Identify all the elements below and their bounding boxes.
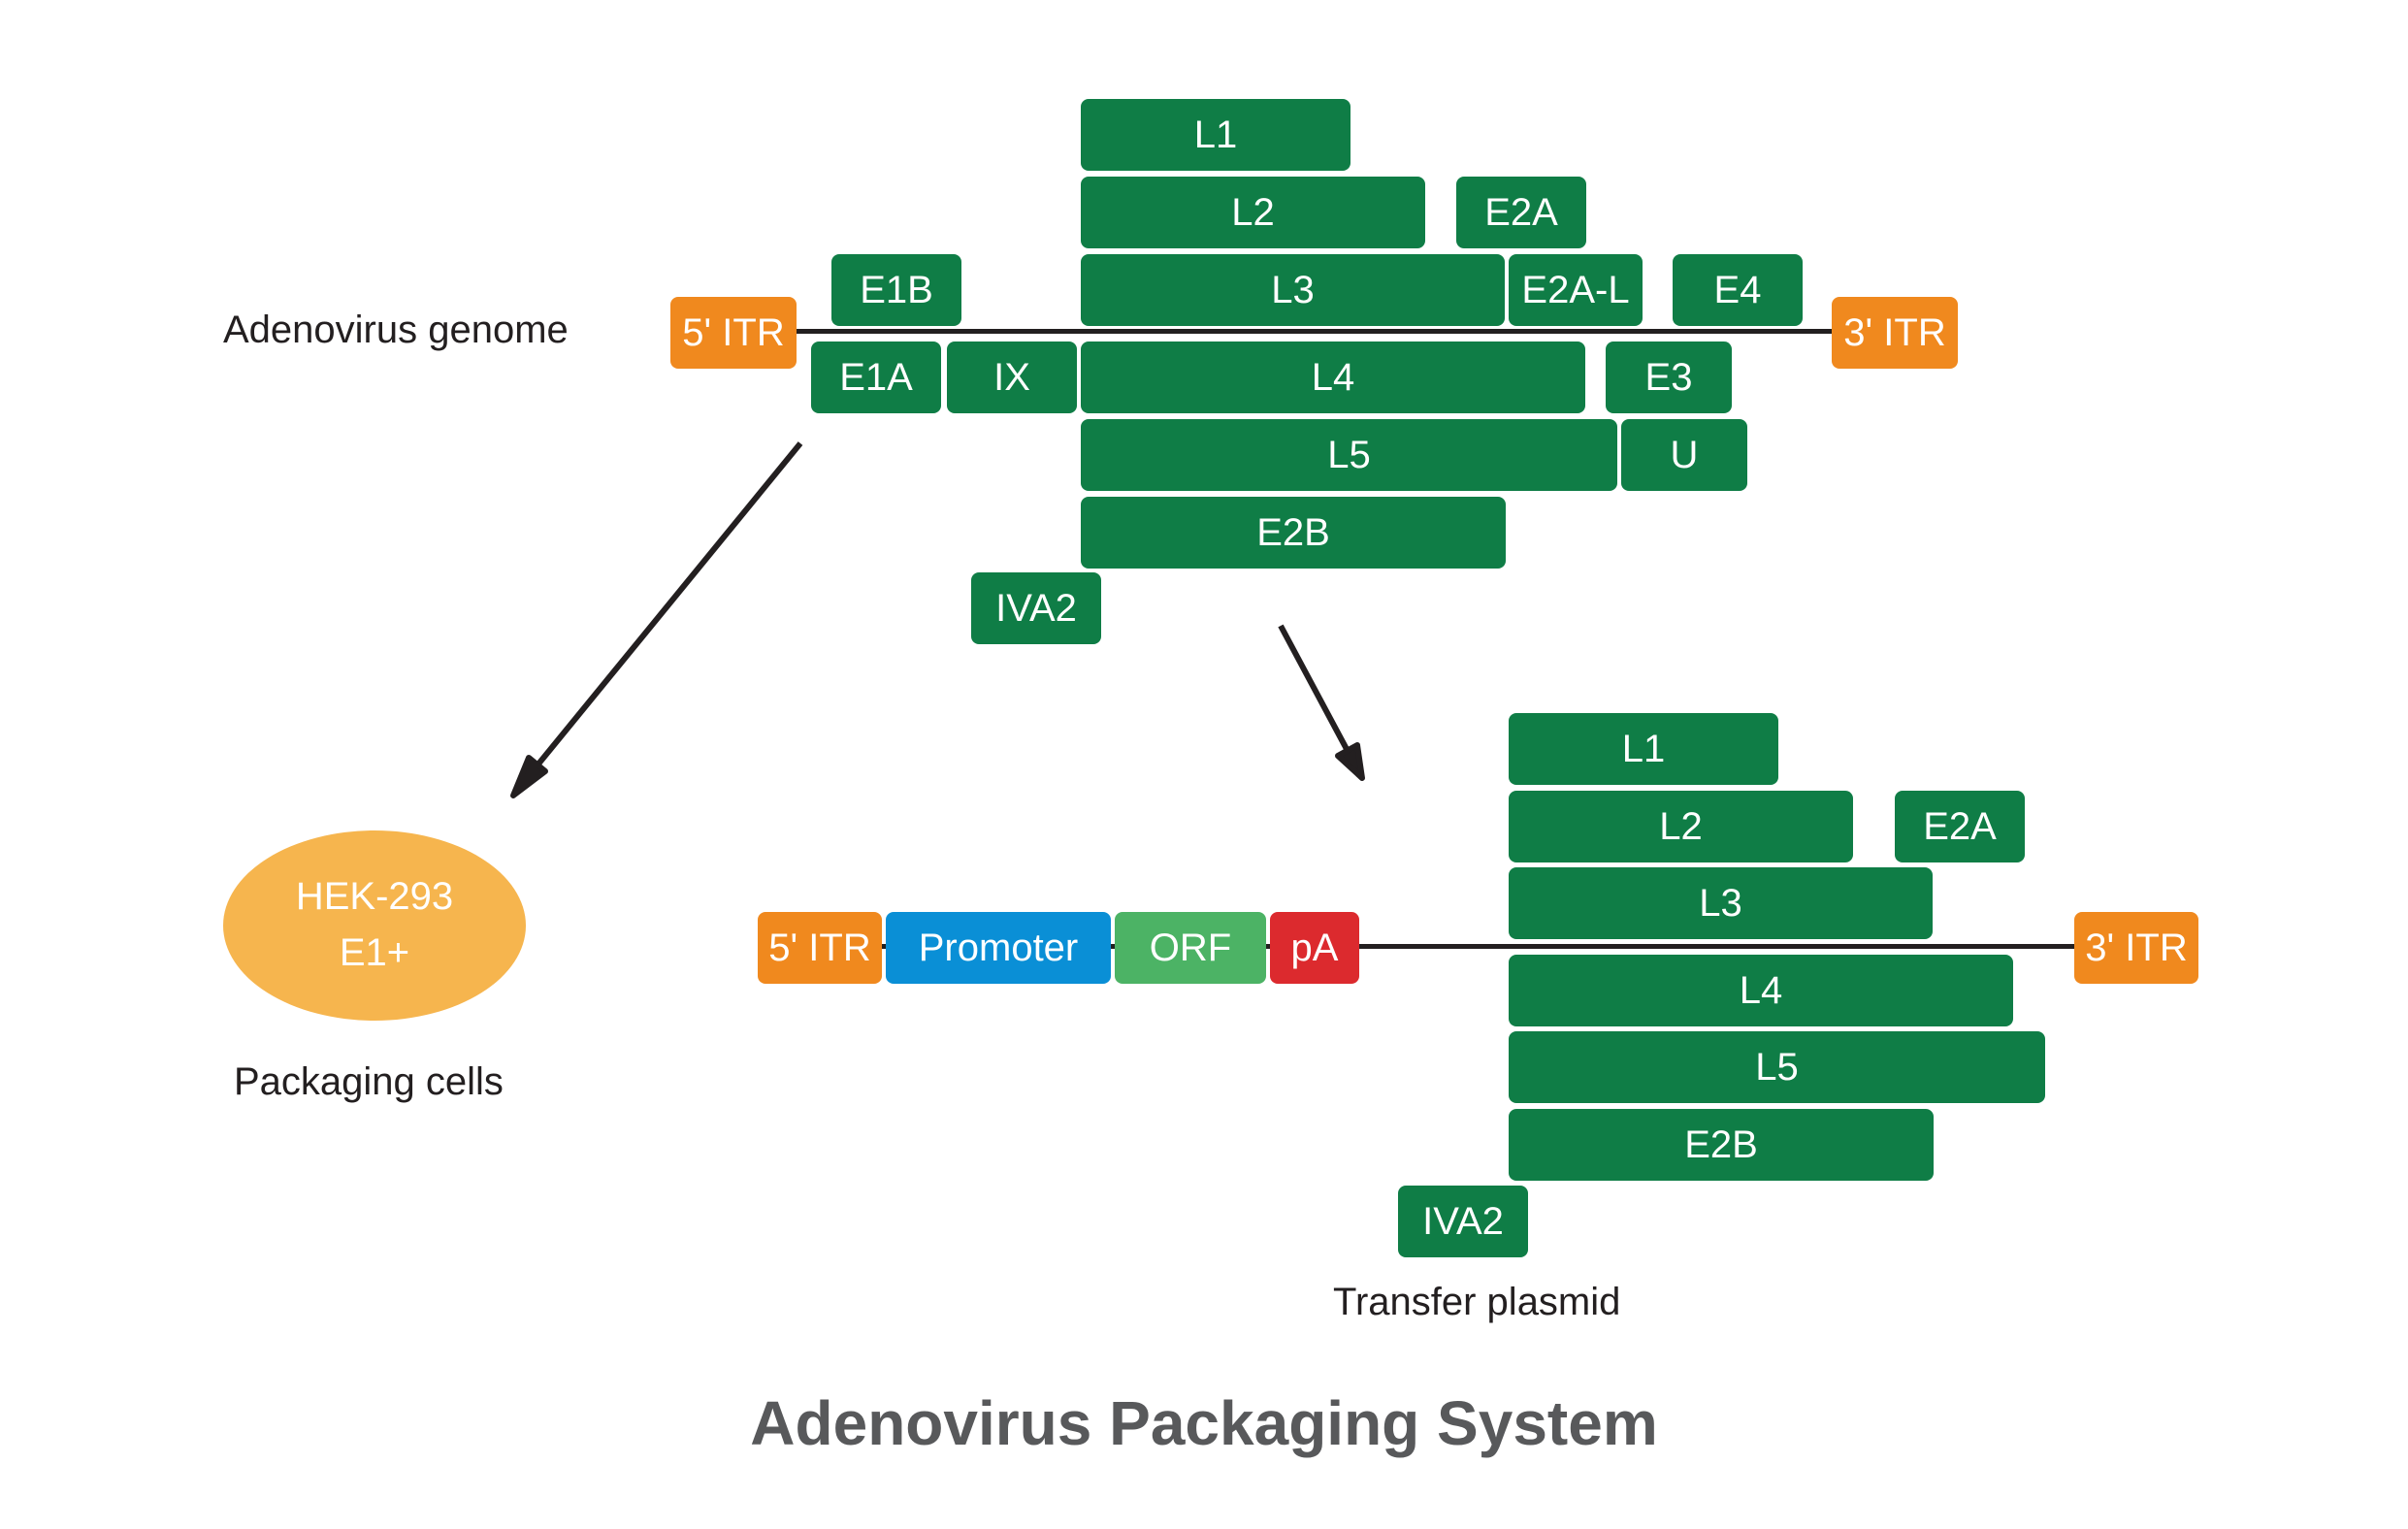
plasmid-gene-e2b: E2B: [1509, 1109, 1934, 1181]
arrow-to-transfer-plasmid: [1278, 624, 1365, 781]
transfer-plasmid-label: Transfer plasmid: [1333, 1281, 1621, 1323]
genome-gene-e1b: E1B: [831, 254, 961, 326]
genome-gene-l5: L5: [1081, 419, 1617, 491]
plasmid-gene-e2a: E2A: [1895, 791, 2025, 862]
genome-gene-e3: E3: [1606, 342, 1732, 413]
genome-gene-l2: L2: [1081, 177, 1425, 248]
plasmid-gene-iva2: IVA2: [1398, 1186, 1528, 1257]
packaging-cell-ellipse: HEK-293 E1+: [223, 830, 526, 1021]
plasmid-promoter: Promoter: [886, 912, 1111, 984]
genome-gene-e1a: E1A: [811, 342, 941, 413]
packaging-cells-label: Packaging cells: [234, 1060, 504, 1103]
figure-title: Adenovirus Packaging System: [750, 1388, 1658, 1458]
arrow-to-packaging-cells: [510, 441, 803, 798]
genome-gene-e2b: E2B: [1081, 497, 1506, 569]
genome-gene-l4: L4: [1081, 342, 1585, 413]
genome-gene-iva2: IVA2: [971, 572, 1101, 644]
plasmid-3-itr: 3' ITR: [2074, 912, 2198, 984]
genome-gene-ix: IX: [947, 342, 1077, 413]
genome-5-itr: 5' ITR: [670, 297, 797, 369]
genome-3-itr: 3' ITR: [1832, 297, 1958, 369]
genome-gene-e2a: E2A: [1456, 177, 1586, 248]
genome-gene-l3: L3: [1081, 254, 1505, 326]
plasmid-gene-l2: L2: [1509, 791, 1853, 862]
plasmid-5-itr: 5' ITR: [758, 912, 882, 984]
plasmid-orf: ORF: [1115, 912, 1266, 984]
plasmid-gene-l5: L5: [1509, 1031, 2045, 1103]
genome-gene-e2a-l: E2A-L: [1509, 254, 1643, 326]
genome-label: Adenovirus genome: [223, 309, 569, 351]
cell-genotype-label: E1+: [339, 931, 410, 974]
plasmid-gene-l4: L4: [1509, 955, 2013, 1026]
genome-gene-l1: L1: [1081, 99, 1350, 171]
plasmid-polya: pA: [1270, 912, 1359, 984]
plasmid-gene-l1: L1: [1509, 713, 1778, 785]
genome-gene-u: U: [1621, 419, 1747, 491]
plasmid-backbone-line: [878, 944, 2081, 949]
plasmid-gene-l3: L3: [1509, 867, 1933, 939]
genome-backbone-line: [784, 329, 1834, 334]
cell-line-label: HEK-293: [295, 875, 454, 918]
genome-gene-e4: E4: [1673, 254, 1803, 326]
